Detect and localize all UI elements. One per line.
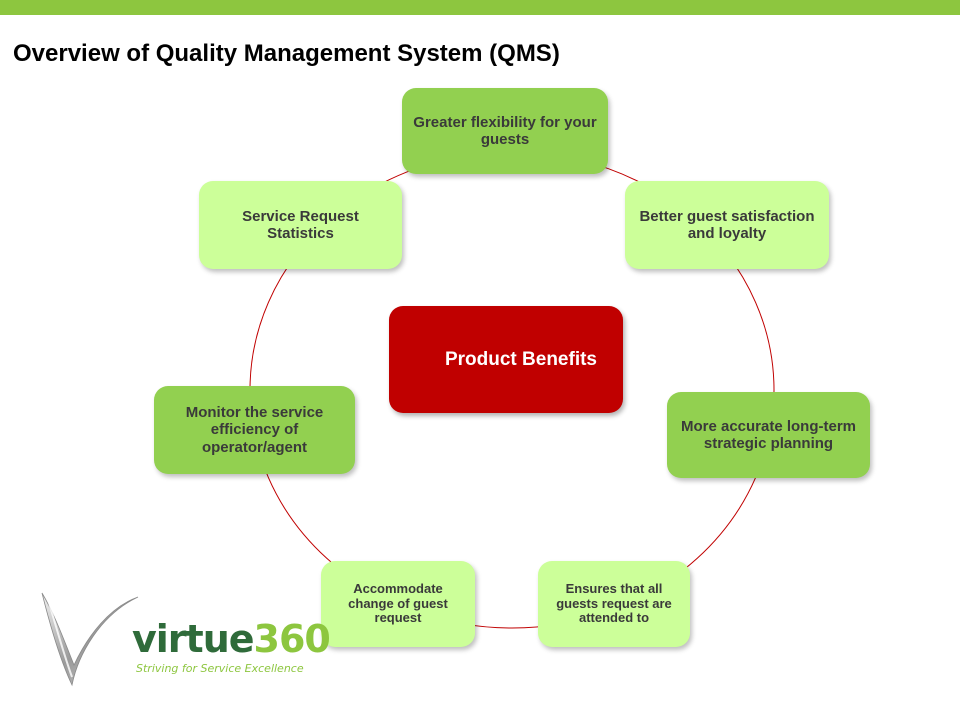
- benefit-node-monitor: Monitor the service efficiency of operat…: [154, 386, 355, 474]
- logo-tagline: Striving for Service Excellence: [136, 662, 304, 675]
- center-node-product-benefits: Product Benefits: [389, 306, 623, 413]
- top-accent-bar: [0, 0, 960, 15]
- benefit-node-satisfaction: Better guest satisfaction and loyalty: [625, 181, 829, 269]
- benefit-node-statistics: Service Request Statistics: [199, 181, 402, 269]
- benefit-node-accommodate: Accommodate change of guest request: [321, 561, 475, 647]
- benefit-node-planning: More accurate long-term strategic planni…: [667, 392, 870, 478]
- virtue360-logo-mark: [41, 592, 139, 687]
- slide-title: Overview of Quality Management System (Q…: [13, 40, 560, 67]
- logo-wordmark: virtue360: [132, 617, 331, 661]
- benefit-node-flexibility: Greater flexibility for your guests: [402, 88, 608, 174]
- logo-word-360: 360: [253, 617, 331, 661]
- benefit-node-attended: Ensures that all guests request are atte…: [538, 561, 690, 647]
- logo-word-virtue: virtue: [132, 617, 255, 661]
